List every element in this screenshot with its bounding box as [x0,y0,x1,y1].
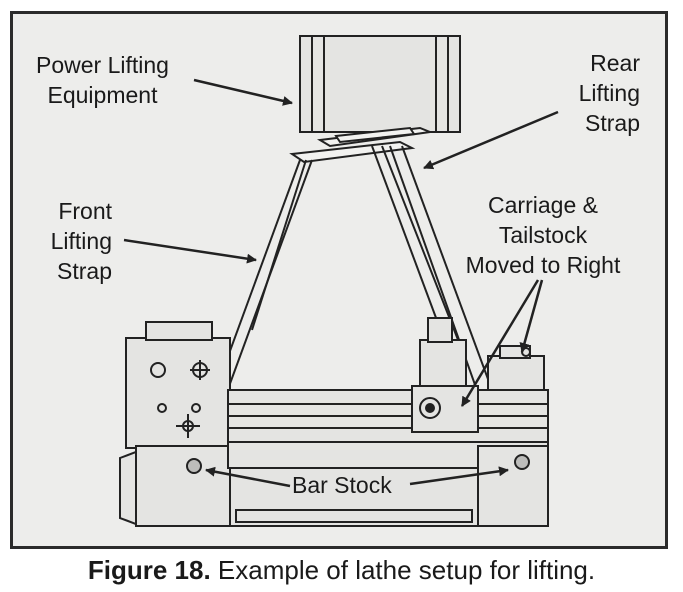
label-line: Strap [57,258,112,284]
label-power-lifting-equipment: Power Lifting Equipment [36,50,169,110]
label-line: Tailstock [498,222,588,248]
label-front-lifting-strap: Front Lifting Strap [30,196,112,286]
label-line: Front [58,198,112,224]
label-line: Strap [585,110,640,136]
label-rear-lifting-strap: Rear Lifting Strap [560,48,640,138]
label-carriage-tailstock: Carriage & Tailstock Moved to Right [448,190,638,280]
caption-text: Example of lathe setup for lifting. [210,555,596,585]
label-line: Moved to Right [465,252,621,278]
label-line: Lifting [578,80,640,106]
lathe-machine [119,317,549,527]
figure-number: Figure 18. [87,555,211,585]
label-line: Lifting [50,228,112,254]
label-leaders [123,78,559,488]
power-lifting-equipment [299,35,461,133]
label-bar-stock: Bar Stock [292,472,392,498]
label-line: Equipment [47,82,158,108]
lifting-straps [189,126,517,461]
figure-caption: Figure 18. Example of lathe setup for li… [0,552,683,588]
label-line: Carriage & [488,192,598,218]
label-line: Rear [590,50,640,76]
label-line: Power Lifting [36,52,169,78]
